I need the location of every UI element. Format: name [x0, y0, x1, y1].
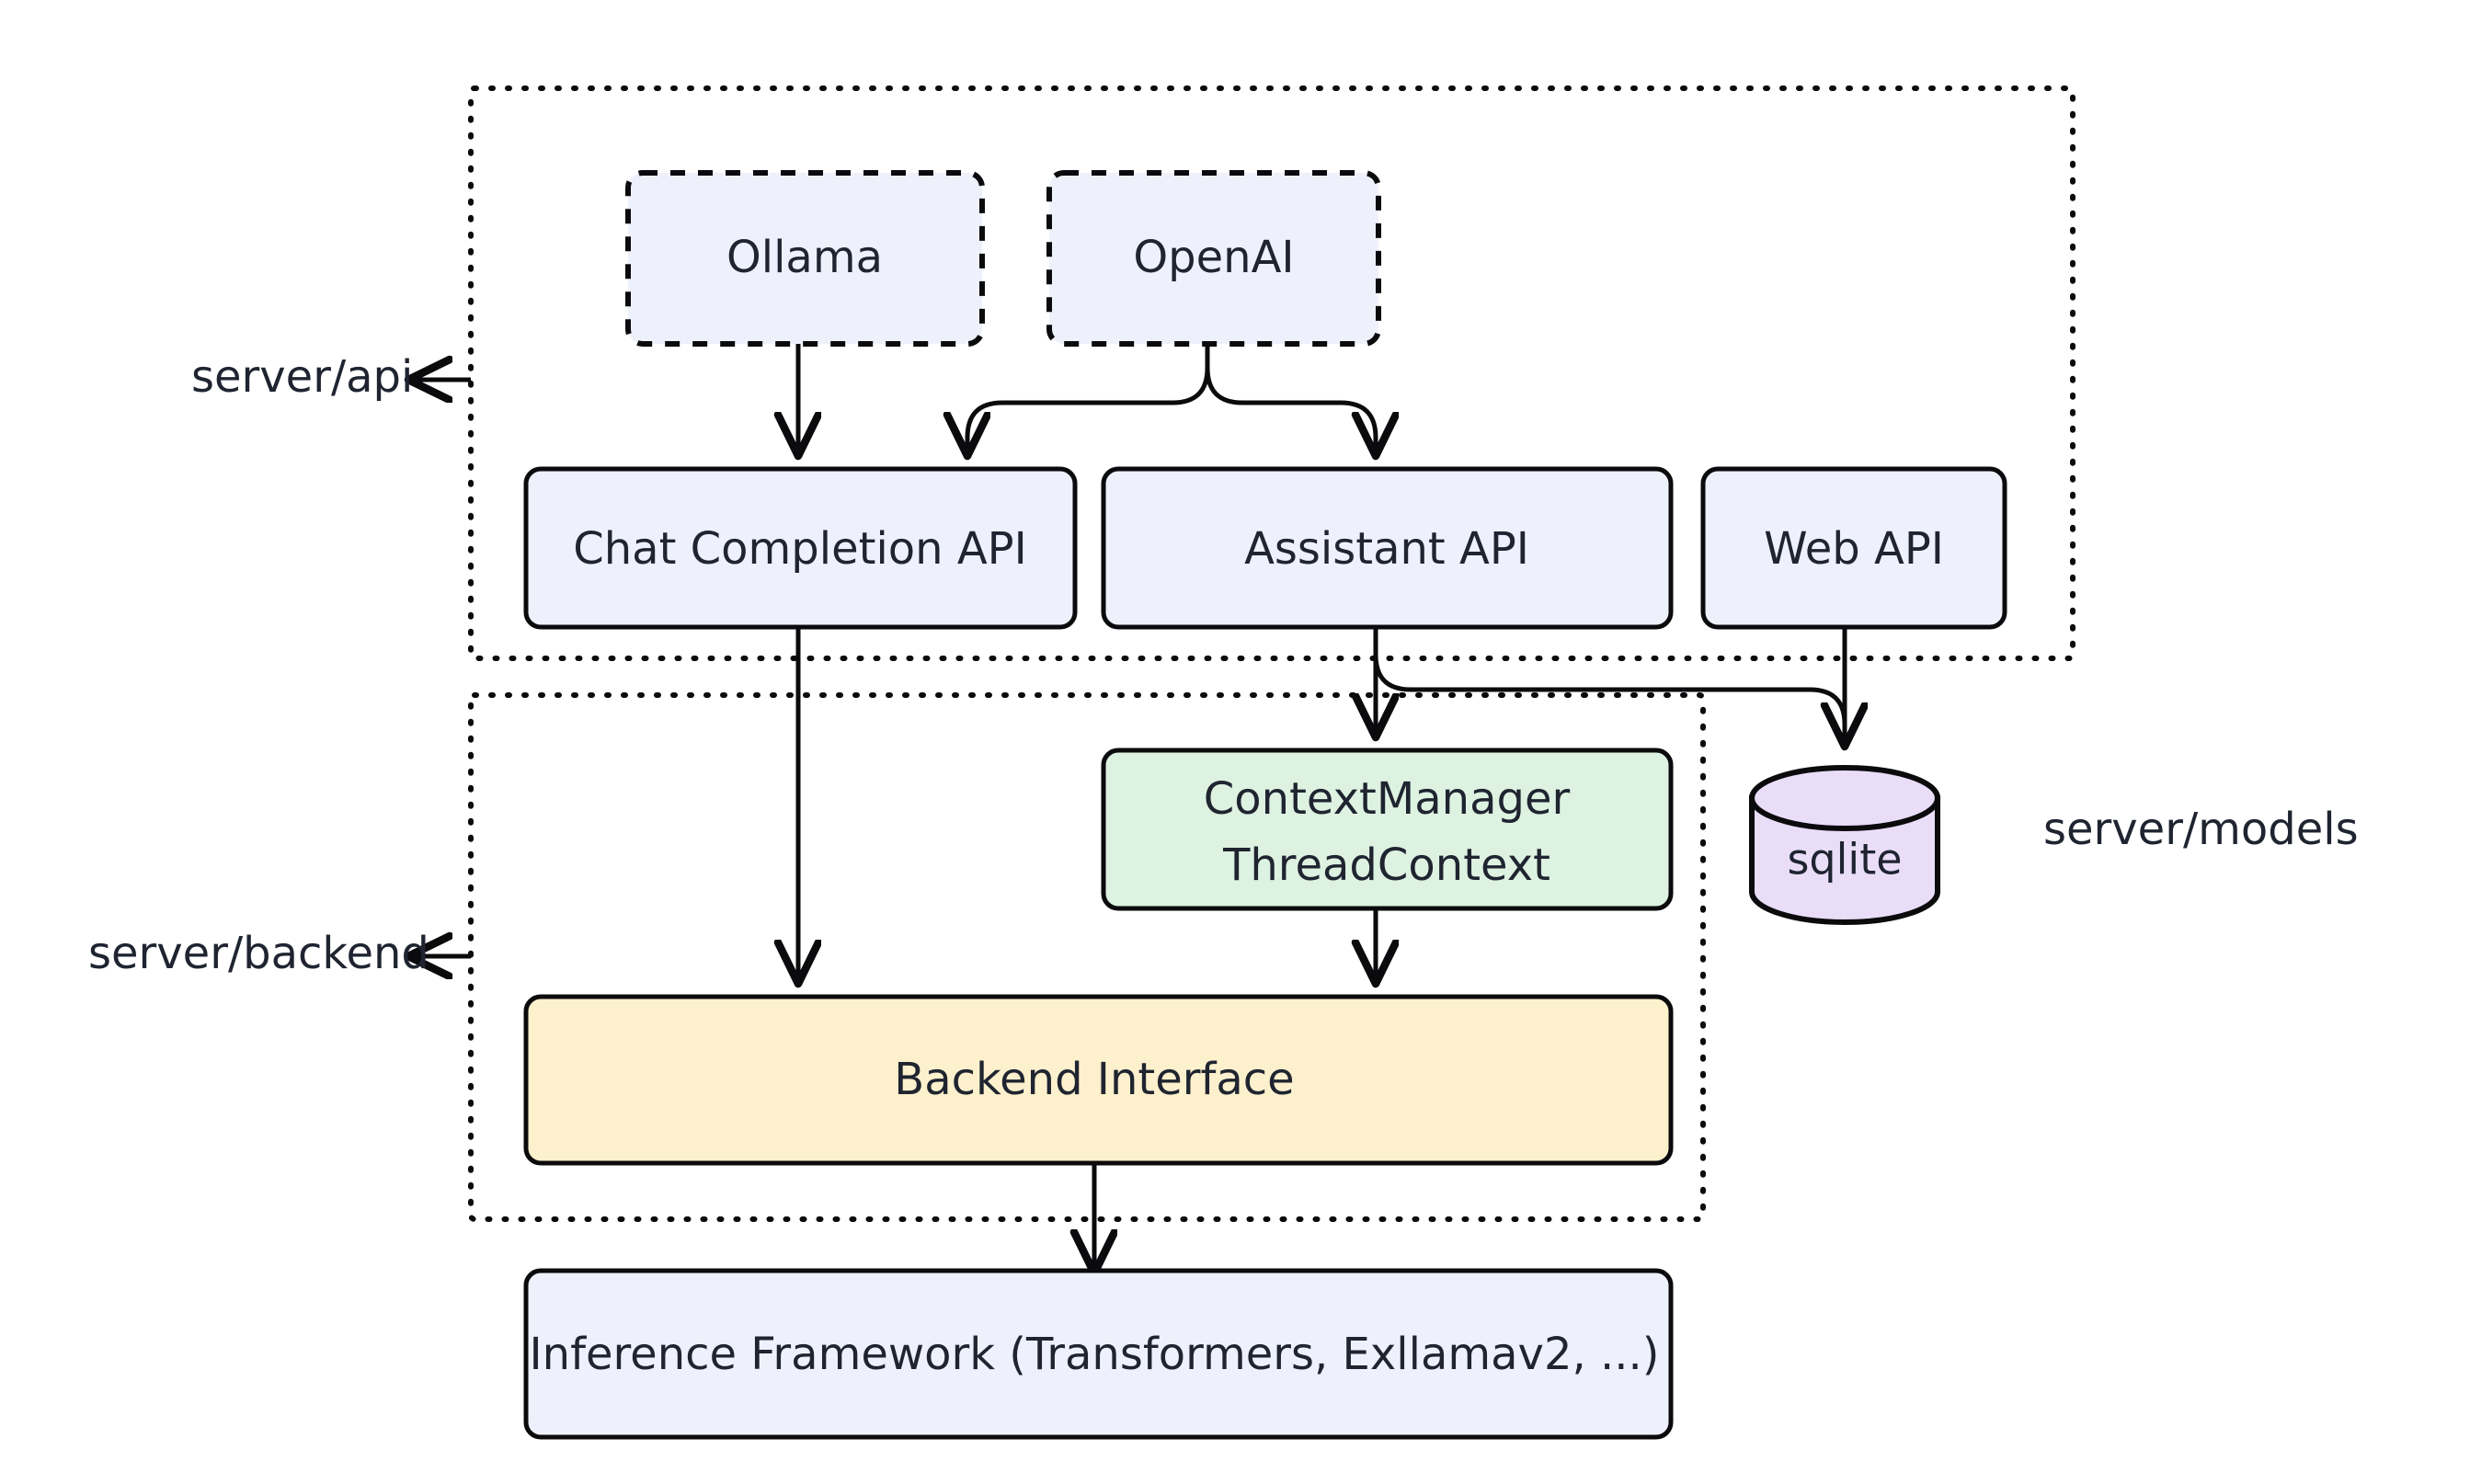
node-assistant-api[interactable]: Assistant API — [1101, 466, 1674, 630]
node-ollama-box[interactable] — [625, 170, 985, 347]
node-sqlite[interactable]: sqlite — [1749, 765, 1940, 925]
edge-openai-to-assistant-api — [1205, 344, 1376, 454]
edge-openai-to-chat-completion — [967, 344, 1210, 454]
node-inference-framework-label: Inference Framework (Transformers, Exlla… — [529, 1329, 1659, 1380]
node-inference-framework[interactable]: Inference Framework (Transformers, Exlla… — [523, 1268, 1674, 1440]
cluster-server-api — [468, 86, 2075, 661]
node-openai-label: OpenAI — [1133, 232, 1294, 283]
node-sqlite-label: sqlite — [1787, 835, 1902, 885]
node-inference-framework-box[interactable] — [523, 1268, 1674, 1440]
node-chat-completion-api-box[interactable] — [523, 466, 1078, 630]
cluster-label-server-api: server/api — [191, 351, 413, 403]
node-backend-interface[interactable]: Backend Interface — [523, 994, 1674, 1166]
label-server-models: server/models — [2043, 804, 2359, 855]
node-chat-completion-api-label: Chat Completion API — [573, 523, 1027, 575]
node-ollama[interactable]: Ollama — [625, 170, 985, 347]
node-web-api-box[interactable] — [1700, 466, 2007, 630]
node-openai-box[interactable] — [1046, 170, 1381, 347]
node-context-manager-box[interactable] — [1101, 748, 1674, 911]
node-web-api-label: Web API — [1764, 523, 1944, 575]
node-chat-completion-api[interactable]: Chat Completion API — [523, 466, 1078, 630]
node-backend-interface-label: Backend Interface — [894, 1054, 1294, 1105]
node-assistant-api-box[interactable] — [1101, 466, 1674, 630]
node-web-api[interactable]: Web API — [1700, 466, 2007, 630]
node-assistant-api-label: Assistant API — [1244, 523, 1529, 575]
cluster-label-server-backend: server/backend — [88, 928, 429, 979]
node-sqlite-body[interactable] — [1749, 795, 1940, 925]
node-context-manager-label-line2: ThreadContext — [1222, 839, 1550, 891]
edge-assistant-api-to-sqlite — [1373, 654, 1847, 736]
node-context-manager[interactable]: ContextManager ThreadContext — [1101, 748, 1674, 911]
node-context-manager-label-line1: ContextManager — [1204, 773, 1571, 825]
node-openai[interactable]: OpenAI — [1046, 170, 1381, 347]
node-sqlite-top — [1749, 765, 1940, 831]
node-backend-interface-box[interactable] — [523, 994, 1674, 1166]
node-ollama-label: Ollama — [726, 232, 883, 283]
